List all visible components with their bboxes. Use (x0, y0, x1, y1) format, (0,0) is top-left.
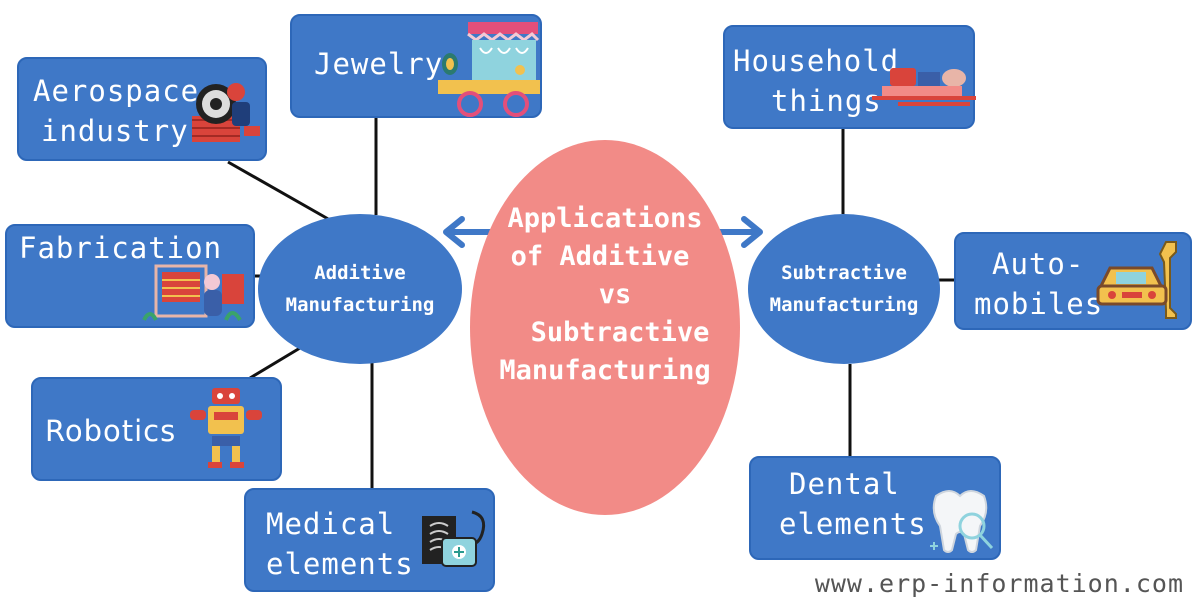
label-line: elements (266, 547, 414, 581)
center-title-line: Applications (507, 203, 703, 234)
center-title: Applications of Additive vs Subtractive … (470, 200, 740, 390)
subtractive-manufacturing-hub: Subtractive Manufacturing (748, 214, 940, 364)
medical-kit-icon (422, 510, 486, 567)
center-title-line: vs (598, 279, 632, 310)
label-line: Household (733, 44, 900, 78)
label-line: Aerospace (33, 74, 200, 108)
additive-manufacturing-hub: Additive Manufacturing (258, 214, 462, 364)
label-line: Fabrication (19, 231, 223, 265)
label-line: Auto- (992, 247, 1085, 281)
tooth-icon (930, 490, 994, 553)
label-line: elements (779, 507, 927, 541)
box-label: Auto- mobiles (974, 244, 1103, 324)
jewelry-cart-icon (438, 22, 540, 117)
center-title-line: Subtractive (530, 317, 710, 348)
fabrication-loom-icon (142, 264, 244, 322)
watermark: www.erp-information.com (814, 569, 1184, 598)
car-wrench-icon (1096, 241, 1177, 319)
label-line: Medical (266, 507, 396, 541)
box-label: Medical elements (266, 504, 414, 584)
hub-label: Manufacturing (769, 294, 919, 316)
center-ellipse (470, 140, 740, 515)
hub-label: Additive (314, 262, 406, 284)
label-line: Robotics (45, 414, 177, 448)
aerospace-engine-icon (192, 83, 260, 142)
label-line: things (771, 84, 882, 118)
center-title-line: Manufacturing (499, 355, 711, 386)
robot-icon (190, 388, 262, 468)
box-label: Aerospace industry (33, 71, 199, 151)
hub-label: Manufacturing (285, 294, 435, 316)
box-label: Household things (733, 41, 899, 121)
label-line: Dental (789, 467, 900, 501)
hub-label: Subtractive (781, 262, 907, 284)
dental-elements-box: Dental elements (749, 456, 1001, 560)
box-label: Robotics (45, 411, 176, 451)
box-label: Dental elements (779, 464, 927, 544)
box-label: Jewelry (314, 44, 443, 84)
label-line: industry (41, 114, 189, 148)
label-line: mobiles (974, 287, 1104, 321)
box-label: Fabrication (19, 228, 222, 268)
household-dishes-icon (872, 68, 976, 106)
center-title-line: of Additive (510, 241, 690, 272)
label-line: Jewelry (314, 47, 444, 81)
